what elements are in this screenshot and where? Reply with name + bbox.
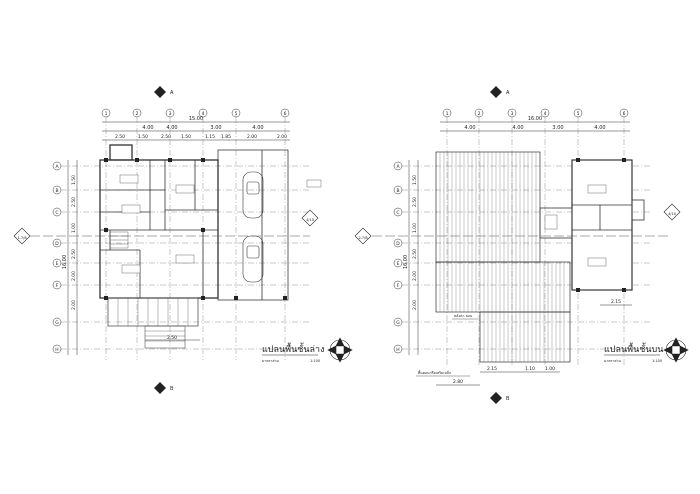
upper-dim-top-4: 4.00 <box>594 125 605 131</box>
upper-grid-col-5: 5 <box>577 111 580 117</box>
ground-grid-row-c: C <box>55 210 58 216</box>
ground-plan-title: แปลนพื้นชั้นล่าง <box>262 342 325 355</box>
upper-dim-left-6: 2.00 <box>412 300 418 310</box>
upper-grid-row-f: F <box>397 283 400 289</box>
ground-dim-top-4: 4.00 <box>252 125 263 131</box>
ground-grid-row-b: B <box>55 188 58 194</box>
ground-grid-row-d: D <box>55 241 59 247</box>
upper-floor-plan: 16.00 4.00 4.00 3.00 4.00 1 2 3 4 5 6 A … <box>354 86 689 404</box>
upper-plan-title: แปลนพื้นชั้นบน <box>604 342 663 355</box>
upper-section-mark-top: A <box>506 90 510 96</box>
upper-grid-col-4: 4 <box>544 111 547 117</box>
upper-grid-row-g: G <box>396 320 400 326</box>
ground-dim-top-3: 3.00 <box>210 125 221 131</box>
ground-grid-col-1: 1 <box>105 111 108 117</box>
ground-dim-left-total: 16.00 <box>62 255 68 269</box>
ground-dim-left-3: 1.00 <box>71 223 77 233</box>
ground-dim-top-total: 15.00 <box>189 116 203 122</box>
ground-dim-left-2: 2.50 <box>71 197 77 207</box>
upper-grid-row-a: A <box>396 164 400 170</box>
ground-grid-col-5: 5 <box>235 111 238 117</box>
ground-grid-col-3: 3 <box>169 111 172 117</box>
upper-grid-col-1: 1 <box>446 111 449 117</box>
ground-grid-row-a: A <box>55 164 59 170</box>
ground-dim-sub-3: 2.50 <box>161 134 171 140</box>
ground-dim-sub-4: 1.50 <box>181 134 191 140</box>
ground-dim-sub-8: 2.00 <box>277 134 287 140</box>
upper-grid-row-b: B <box>396 188 399 194</box>
upper-grid-row-c: C <box>396 210 399 216</box>
ground-floor-plan: 15.00 4.00 4.00 3.00 4.00 2.50 1.50 2.50… <box>13 86 353 394</box>
upper-dim-bottom-1: 2.15 <box>487 366 497 372</box>
upper-dim-top-total: 16.00 <box>528 116 542 122</box>
ground-plan-scale: 1:100 <box>310 359 320 363</box>
upper-dim-bottom-2: 1.10 <box>525 366 535 372</box>
ground-dim-sub-1: 2.50 <box>115 134 125 140</box>
ground-section-mark-top: A <box>170 90 174 96</box>
ground-dim-sub-2: 1.50 <box>138 134 148 140</box>
upper-dim-bottom-3: 1.00 <box>545 366 555 372</box>
upper-grid-row-d: D <box>396 241 400 247</box>
upper-dim-right: 2.15 <box>611 299 621 305</box>
ground-dim-left-6: 2.00 <box>71 300 77 310</box>
upper-note-slab: พื้นคอนกรีตเสริมเหล็ก <box>418 369 451 375</box>
upper-grid-row-h: H <box>396 347 399 353</box>
upper-dim-left-2: 2.50 <box>412 197 418 207</box>
upper-grid-col-6: 6 <box>623 111 626 117</box>
upper-dim-left-total: 16.00 <box>403 255 409 269</box>
ground-grid-col-2: 2 <box>136 111 139 117</box>
upper-note-roof: หลังคา ลอน <box>454 314 473 318</box>
ground-dim-top-2: 4.00 <box>166 125 177 131</box>
upper-dim-top-3: 3.00 <box>552 125 563 131</box>
upper-dim-top-2: 4.00 <box>512 125 523 131</box>
ground-grid-row-h: H <box>55 347 58 353</box>
upper-dim-top-1: 4.00 <box>464 125 475 131</box>
upper-plan-scale: 1:100 <box>652 359 662 363</box>
upper-dim-left-3: 1.00 <box>412 223 418 233</box>
upper-grid-col-2: 2 <box>478 111 481 117</box>
ground-dim-sub-5: 1.15 <box>205 134 215 140</box>
ground-plan-subtitle: มาตราส่วน <box>262 359 279 363</box>
ground-north-arrow-icon <box>327 337 353 363</box>
upper-grid-row-e: E <box>397 261 400 267</box>
upper-grid-col-3: 3 <box>511 111 514 117</box>
ground-section-ref-right: 4/10 <box>306 218 314 222</box>
upper-section-mark-bottom: B <box>506 396 510 402</box>
ground-grid-col-4: 4 <box>202 111 205 117</box>
upper-section-ref-right: 4/10 <box>668 212 676 216</box>
upper-section-ref-left: 2-7/8 <box>358 236 367 240</box>
ground-grid-row-e: E <box>56 261 59 267</box>
upper-north-arrow-icon <box>663 337 689 363</box>
ground-dim-bottom: 2.50 <box>167 335 177 341</box>
ground-section-mark-bottom: B <box>170 386 174 392</box>
upper-dim-bottom-left: 2.80 <box>453 379 463 385</box>
ground-dim-sub-7: 2.00 <box>247 134 257 140</box>
ground-dim-left-1: 1.50 <box>71 175 77 185</box>
ground-grid-col-6: 6 <box>284 111 287 117</box>
ground-dim-top-1: 4.00 <box>142 125 153 131</box>
upper-plan-subtitle: มาตราส่วน <box>604 359 621 363</box>
ground-grid-row-g: G <box>55 320 59 326</box>
ground-dim-sub-6: 1.85 <box>221 134 231 140</box>
upper-dim-left-4: 2.50 <box>412 249 418 259</box>
ground-dim-left-5: 2.00 <box>71 271 77 281</box>
upper-dim-left-5: 2.00 <box>412 271 418 281</box>
ground-grid-row-f: F <box>56 283 59 289</box>
ground-dim-left-4: 2.50 <box>71 249 77 259</box>
upper-dim-left-1: 1.50 <box>412 175 418 185</box>
ground-section-ref-left: 1-7/8 <box>17 236 26 240</box>
